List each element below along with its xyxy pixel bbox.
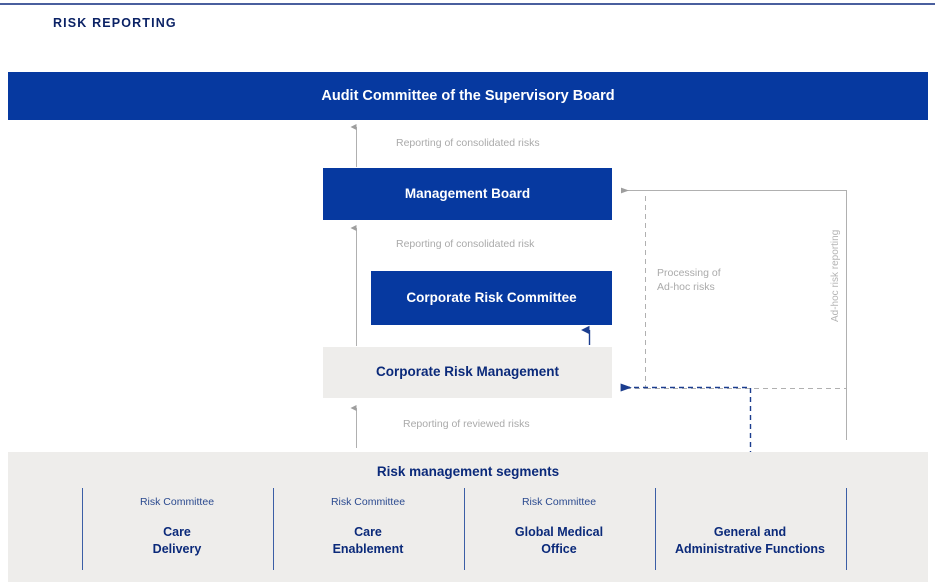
audit-committee-label: Audit Committee of the Supervisory Board <box>321 87 615 104</box>
segment-global-medical-office[interactable]: Risk Committee Global Medical Office <box>464 496 654 558</box>
segment-care-delivery[interactable]: Risk Committee Care Delivery <box>82 496 272 558</box>
segment-committee-label: Risk Committee <box>521 496 597 508</box>
segment-general-administrative-functions[interactable]: General and Administrative Functions <box>655 496 845 558</box>
management-board-box: Management Board <box>323 168 612 220</box>
management-board-label: Management Board <box>404 185 531 201</box>
segment-name: Global Medical Office <box>514 525 604 556</box>
segment-committee-label <box>655 496 845 512</box>
corporate-risk-committee-box: Corporate Risk Committee <box>371 271 612 325</box>
line-processing-adhoc-risks <box>621 196 646 392</box>
corporate-risk-management-box: Corporate Risk Management <box>323 347 612 398</box>
top-rule-divider <box>0 3 935 5</box>
corporate-risk-management-label: Corporate Risk Management <box>375 364 560 380</box>
segment-divider-3 <box>464 488 465 570</box>
label-reporting-reviewed-risks: Reporting of reviewed risks <box>403 418 530 430</box>
segment-divider-4 <box>655 488 656 570</box>
audit-committee-box: Audit Committee of the Supervisory Board <box>8 72 928 120</box>
segment-name: General and Administrative Functions <box>674 525 826 556</box>
segment-divider-2 <box>273 488 274 570</box>
segments-panel-title: Risk management segments <box>376 464 560 479</box>
segment-divider-1 <box>82 488 83 570</box>
page-title: RISK REPORTING <box>53 16 177 30</box>
segment-care-enablement[interactable]: Risk Committee Care Enablement <box>273 496 463 558</box>
segment-divider-5 <box>846 488 847 570</box>
line-adhoc-risk-reporting <box>621 187 847 440</box>
segment-committee-label: Risk Committee <box>330 496 406 508</box>
risk-management-segments-panel: Risk management segments <box>8 452 928 582</box>
label-processing-adhoc-risks: Processing of Ad-hoc risks <box>657 267 721 294</box>
label-adhoc-risk-reporting: Ad-hoc risk reporting <box>830 229 841 322</box>
label-reporting-consolidated-risks: Reporting of consolidated risks <box>396 137 540 149</box>
segment-committee-label: Risk Committee <box>139 496 215 508</box>
corporate-risk-committee-label: Corporate Risk Committee <box>406 289 577 305</box>
segment-name: Care Enablement <box>332 525 404 556</box>
label-reporting-consolidated-risk: Reporting of consolidated risk <box>396 238 535 250</box>
segment-name: Care Delivery <box>152 525 202 556</box>
